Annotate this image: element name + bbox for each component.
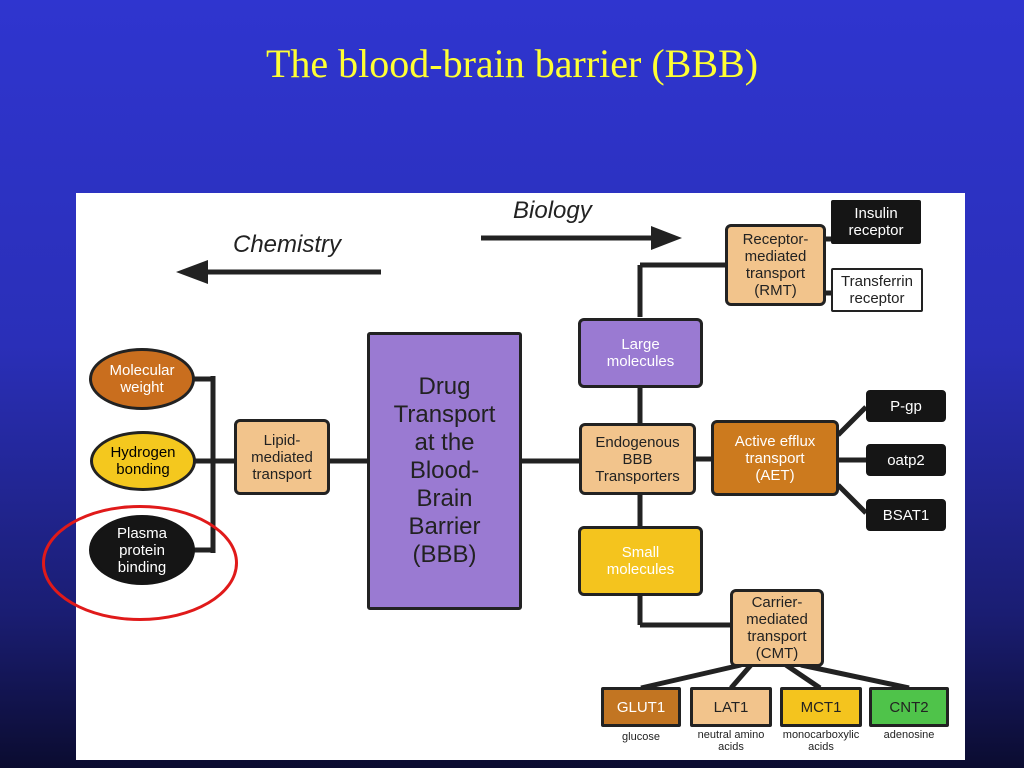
biology-arrowhead [651,226,682,250]
chemistry-label: Chemistry [233,231,342,258]
carrier-mediated-transport-node: Carrier- mediated transport (CMT) [730,589,824,667]
receptor-mediated-transport-node: Receptor- mediated transport (RMT) [725,224,826,306]
small-molecules-node: Small molecules [578,526,703,596]
chemistry-arrowhead [176,260,208,284]
mct1-node: MCT1 [780,687,862,727]
drug-transport-bbb-node: Drug Transport at the Blood- Brain Barri… [367,332,522,610]
molecular-weight-node: Molecular weight [89,348,195,410]
neutral-amino-acids-caption: neutral amino acids [697,729,765,753]
oatp2-node: oatp2 [866,444,946,476]
transferrin-receptor-node: Transferrin receptor [831,268,923,312]
monocarboxylic-acids-caption: monocarboxylic acids [782,729,860,753]
connector-lines [176,226,910,691]
cnt2-node: CNT2 [869,687,949,727]
biology-label: Biology [513,197,592,224]
lat1-node: LAT1 [690,687,772,727]
highlight-circle [42,505,238,621]
glut1-node: GLUT1 [601,687,681,727]
active-efflux-transport-node: Active efflux transport (AET) [711,420,839,496]
blank-panel [76,623,474,760]
hydrogen-bonding-node: Hydrogen bonding [90,431,196,491]
large-molecules-node: Large molecules [578,318,703,388]
bbb-diagram: Biology Chemistry Molecular weight Hydro… [76,193,965,760]
glucose-caption: glucose [622,731,660,743]
bsat1-node: BSAT1 [866,499,946,531]
insulin-receptor-node: Insulin receptor [831,200,921,244]
lipid-mediated-transport-node: Lipid- mediated transport [234,419,330,495]
endogenous-bbb-transporters-node: Endogenous BBB Transporters [579,423,696,495]
adenosine-caption: adenosine [883,729,935,741]
slide-title: The blood-brain barrier (BBB) [265,41,759,86]
pgp-node: P-gp [866,390,946,422]
